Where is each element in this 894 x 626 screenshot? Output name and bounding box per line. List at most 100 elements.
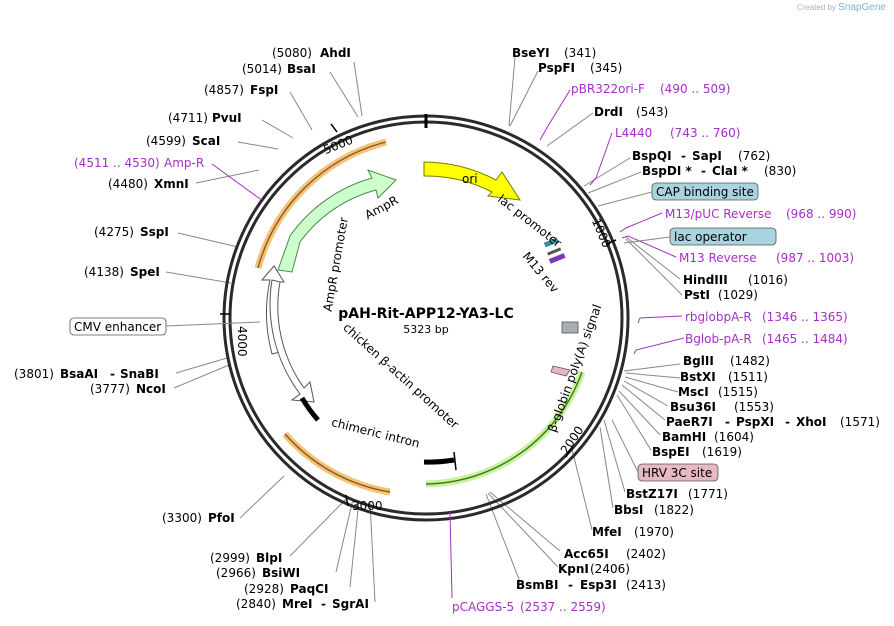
site-pos: (4857): [204, 83, 244, 97]
primer-range: (743 .. 760): [670, 126, 740, 140]
plasmid-size: 5323 bp: [403, 323, 448, 336]
feature-highlight-lower-region: [282, 431, 391, 496]
site-name[interactable]: BglII: [683, 354, 714, 368]
site-pos: (2928): [244, 582, 284, 596]
primer-name[interactable]: L4440: [615, 126, 652, 140]
site-name[interactable]: MfeI: [592, 525, 622, 539]
site-separator: -: [110, 367, 115, 381]
site-name[interactable]: SnaBI: [120, 367, 159, 381]
site-name[interactable]: PstI: [684, 288, 710, 302]
site-pos: (4480): [108, 177, 148, 191]
primer-name[interactable]: M13/pUC Reverse: [665, 207, 772, 221]
site-name[interactable]: Bsu36I: [670, 400, 716, 414]
primer-name[interactable]: M13 Reverse: [679, 251, 757, 265]
feature-cba-promoter-arrow: [269, 279, 315, 403]
primer-range: (4511 .. 4530): [74, 156, 160, 170]
scale-ticks: [220, 123, 617, 507]
primer-name[interactable]: Bglob-pA-R: [685, 332, 752, 346]
site-name[interactable]: XmnI: [154, 177, 189, 191]
site-pos: (3300): [162, 511, 202, 525]
site-name[interactable]: SspI: [140, 225, 169, 239]
restriction-sites-right: BseYI (341) PspFI (345) DrdI (543) BspQI…: [512, 46, 880, 592]
site-name[interactable]: Esp3I: [580, 578, 617, 592]
feature-chimeric-intron-start: [299, 396, 320, 422]
tick-label-4000: 4000: [235, 326, 249, 357]
site-name[interactable]: PspFI: [538, 61, 575, 75]
site-pos: (4275): [94, 225, 134, 239]
site-name[interactable]: HindIII: [683, 273, 728, 287]
site-name[interactable]: BlpI: [256, 551, 282, 565]
site-name[interactable]: PvuI: [212, 111, 242, 125]
site-name[interactable]: PaqCI: [290, 582, 328, 596]
site-name[interactable]: BstXI: [680, 370, 716, 384]
site-pos: (4138): [84, 265, 124, 279]
site-name[interactable]: AhdI: [320, 46, 351, 60]
site-name[interactable]: BsmBI: [516, 578, 558, 592]
primer-name[interactable]: rbglobpA-R: [685, 310, 752, 324]
snapgene-credit: Created by SnapGene: [797, 2, 886, 13]
site-name[interactable]: BbsI: [614, 503, 643, 517]
primer-range: (2537 .. 2559): [520, 600, 606, 614]
tick-label-2000: 2000: [558, 423, 587, 456]
primer-name[interactable]: Amp-R: [164, 156, 204, 170]
site-name[interactable]: SpeI: [130, 265, 160, 279]
site-name[interactable]: FspI: [250, 83, 278, 97]
lac-operator-box[interactable]: [669, 227, 777, 246]
site-name[interactable]: BamHI: [662, 430, 706, 444]
site-name[interactable]: SgrAI: [332, 597, 369, 611]
site-name[interactable]: KpnI: [558, 562, 589, 576]
snapgene-logo: SnapGene: [838, 2, 886, 13]
site-name[interactable]: PfoI: [208, 511, 235, 525]
site-separator: -: [321, 597, 326, 611]
site-name[interactable]: ClaI *: [712, 164, 749, 178]
site-name[interactable]: BspDI *: [642, 164, 692, 178]
primer-name[interactable]: pBR322ori-F: [571, 82, 645, 96]
primer-range: (968 .. 990): [786, 207, 856, 221]
feature-ampr-promoter-label: AmpR promoter: [321, 216, 351, 312]
site-name[interactable]: BseYI: [512, 46, 550, 60]
feature-ampr-region-arrow: [257, 141, 387, 269]
feature-lac-promoter-label: lac promoter: [495, 192, 564, 250]
cap-binding-site-box[interactable]: [651, 182, 759, 201]
feature-ampr-label: AmpR: [362, 193, 400, 222]
site-name[interactable]: ScaI: [192, 134, 220, 148]
site-name[interactable]: SapI: [692, 149, 722, 163]
site-name[interactable]: MreI: [282, 597, 312, 611]
feature-bglobin-region-arrow: [425, 371, 583, 485]
site-name[interactable]: XhoI: [796, 415, 827, 429]
site-pos: (1771): [688, 487, 728, 501]
site-pos: (1571): [840, 415, 880, 429]
site-name[interactable]: BspQI: [632, 149, 672, 163]
primer-range: (987 .. 1003): [776, 251, 854, 265]
site-leader-lines: [165, 56, 683, 603]
site-pos: (2840): [236, 597, 276, 611]
cmv-enhancer-label: CMV enhancer: [74, 320, 161, 334]
restriction-sites-left: (5080) AhdI (5014) BsaI (4857) FspI (471…: [14, 46, 369, 611]
site-pos: (4599): [146, 134, 186, 148]
site-name[interactable]: BsiWI: [262, 566, 300, 580]
site-pos: (1604): [714, 430, 754, 444]
site-name[interactable]: DrdI: [594, 105, 623, 119]
site-name[interactable]: BsaAI: [60, 367, 98, 381]
site-name[interactable]: BspEI: [652, 445, 690, 459]
site-pos: (5080): [272, 46, 312, 60]
feature-chimeric-intron-label: chimeric intron: [330, 415, 421, 450]
primer-range: (1465 .. 1484): [762, 332, 848, 346]
site-name[interactable]: BsaI: [287, 62, 316, 76]
site-pos: (1619): [702, 445, 742, 459]
site-pos: (345): [590, 61, 622, 75]
primer-leader-lines: [211, 89, 685, 599]
site-name[interactable]: PaeR7I: [666, 415, 713, 429]
site-pos: (2406): [590, 562, 630, 576]
hrv-3c-site-box[interactable]: [637, 463, 719, 482]
site-name[interactable]: MscI: [678, 385, 709, 399]
site-name[interactable]: Acc65I: [564, 547, 609, 561]
cmv-enhancer-box[interactable]: [69, 317, 167, 336]
primer-range: (490 .. 509): [660, 82, 730, 96]
site-name[interactable]: BstZ17I: [626, 487, 678, 501]
site-name[interactable]: NcoI: [136, 382, 166, 396]
feature-small-pink-marker: [550, 365, 571, 377]
boxed-feature-leaders: [165, 191, 671, 473]
site-name[interactable]: PspXI: [736, 415, 774, 429]
primer-name[interactable]: pCAGGS-5: [452, 600, 514, 614]
